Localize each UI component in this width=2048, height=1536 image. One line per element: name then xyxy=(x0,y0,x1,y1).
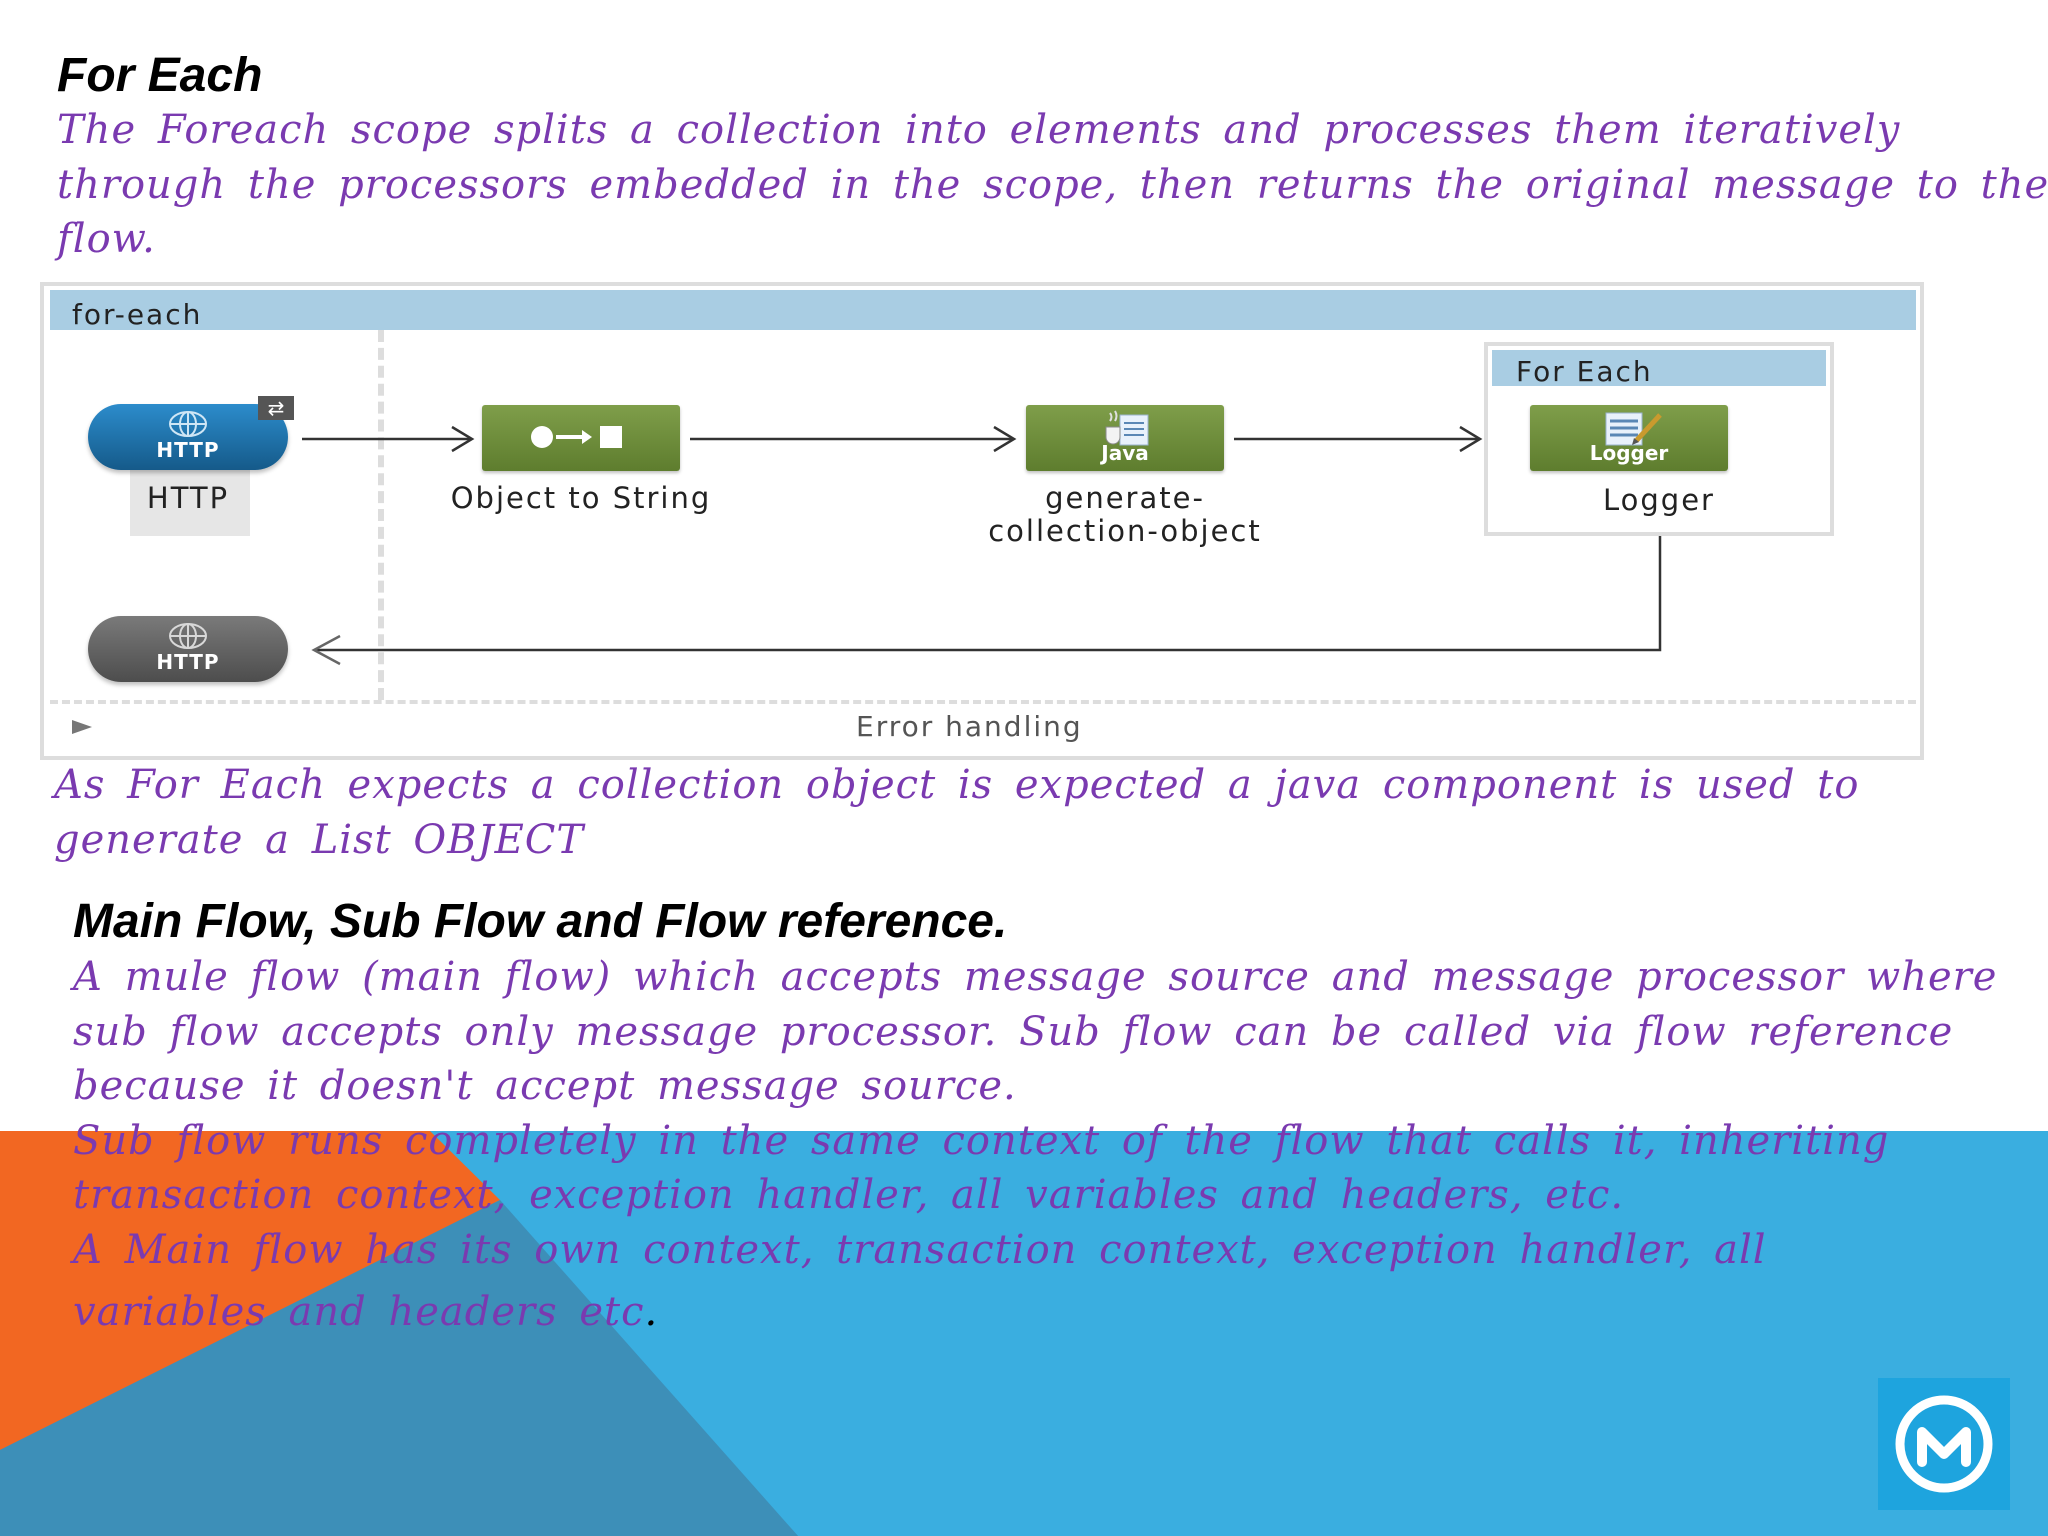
flow-arrows xyxy=(302,425,1662,666)
main-flow-last-line-text: variables and headers etc xyxy=(73,1289,645,1335)
arrow-foreach-to-response xyxy=(314,536,1662,652)
main-flow-description: A mule flow (main flow) which accepts me… xyxy=(73,950,1997,1340)
swap-arrows-icon: ⇄ xyxy=(258,396,294,420)
java-component-label: generate- collection-object xyxy=(950,482,1300,548)
arrowhead xyxy=(993,425,1017,453)
scope-title: for-each xyxy=(72,298,203,331)
for-each-scope-title-bar: For Each xyxy=(1492,350,1826,388)
globe-icon xyxy=(169,623,207,649)
for-each-flow-diagram: for-each HTTP ⇄ HTTP Object to String xyxy=(40,282,1924,760)
java-component-label-line: collection-object xyxy=(988,514,1262,548)
java-icon-text: Java xyxy=(1101,441,1149,465)
java-component-label-line: generate- xyxy=(1045,481,1205,515)
object-to-string-label: Object to String xyxy=(450,481,712,515)
http-response-icon-text: HTTP xyxy=(156,650,220,674)
logger-icon-text: Logger xyxy=(1589,441,1669,465)
circle-arrow-square-icon xyxy=(531,426,622,448)
for-each-description-line: through the processors embedded in the s… xyxy=(57,161,2048,208)
for-each-note-line: As For Each expects a collection object … xyxy=(54,762,1860,808)
arrowhead xyxy=(1459,425,1483,453)
http-source-label: HTTP xyxy=(146,481,230,515)
for-each-scope[interactable]: For Each Logger Logger xyxy=(1484,342,1834,536)
logger-label: Logger xyxy=(1603,483,1715,517)
dark-blue-lower xyxy=(0,1200,798,1536)
mulesoft-logo-mark xyxy=(1895,1395,1993,1493)
main-flow-description-line: variables and headers etc. xyxy=(73,1285,1997,1340)
for-each-description-line: The Foreach scope splits a collection in… xyxy=(57,107,1901,153)
main-flow-description-line: sub flow accepts only message processor.… xyxy=(73,1008,1954,1055)
java-cup-icon xyxy=(1105,410,1149,446)
orange-triangle xyxy=(0,1131,500,1450)
for-each-description-line: flow. xyxy=(57,216,156,262)
main-flow-description-line: Sub flow runs completely in the same con… xyxy=(73,1117,1890,1164)
main-flow-description-line: transaction context, exception handler, … xyxy=(73,1172,1625,1218)
notepad-pencil-icon xyxy=(1605,412,1662,446)
mulesoft-logo-icon xyxy=(1878,1378,2010,1510)
java-component-node[interactable]: Java xyxy=(1026,405,1224,471)
source-divider xyxy=(378,330,384,700)
object-to-string-node[interactable] xyxy=(482,405,680,471)
main-flow-description-line: A Main flow has its own context, transac… xyxy=(73,1226,1767,1273)
for-each-description: The Foreach scope splits a collection in… xyxy=(57,103,2048,267)
http-response-node[interactable]: HTTP xyxy=(88,616,288,682)
globe-icon xyxy=(169,411,207,437)
error-handling-label[interactable]: Error handling xyxy=(856,710,1083,743)
error-handling-divider xyxy=(50,700,1916,704)
main-flow-description-line: because it doesn't accept message source… xyxy=(73,1063,1017,1109)
main-flow-description-line: A mule flow (main flow) which accepts me… xyxy=(73,954,1998,1000)
scope-title-bar: for-each xyxy=(50,290,1916,331)
main-flow-last-period: . xyxy=(644,1289,659,1335)
main-flow-heading: Main Flow, Sub Flow and Flow reference. xyxy=(73,895,1008,948)
http-source-node[interactable]: HTTP xyxy=(88,404,288,470)
http-source-icon-text: HTTP xyxy=(156,438,220,462)
logger-node[interactable]: Logger xyxy=(1530,405,1728,471)
for-each-heading: For Each xyxy=(57,49,263,102)
triangle-right-icon[interactable] xyxy=(72,720,92,734)
arrowhead xyxy=(451,425,475,453)
for-each-note-line: generate a List OBJECT xyxy=(54,816,585,863)
for-each-scope-title: For Each xyxy=(1516,355,1653,388)
for-each-note: As For Each expects a collection object … xyxy=(54,758,1859,867)
arrowhead xyxy=(311,634,341,666)
